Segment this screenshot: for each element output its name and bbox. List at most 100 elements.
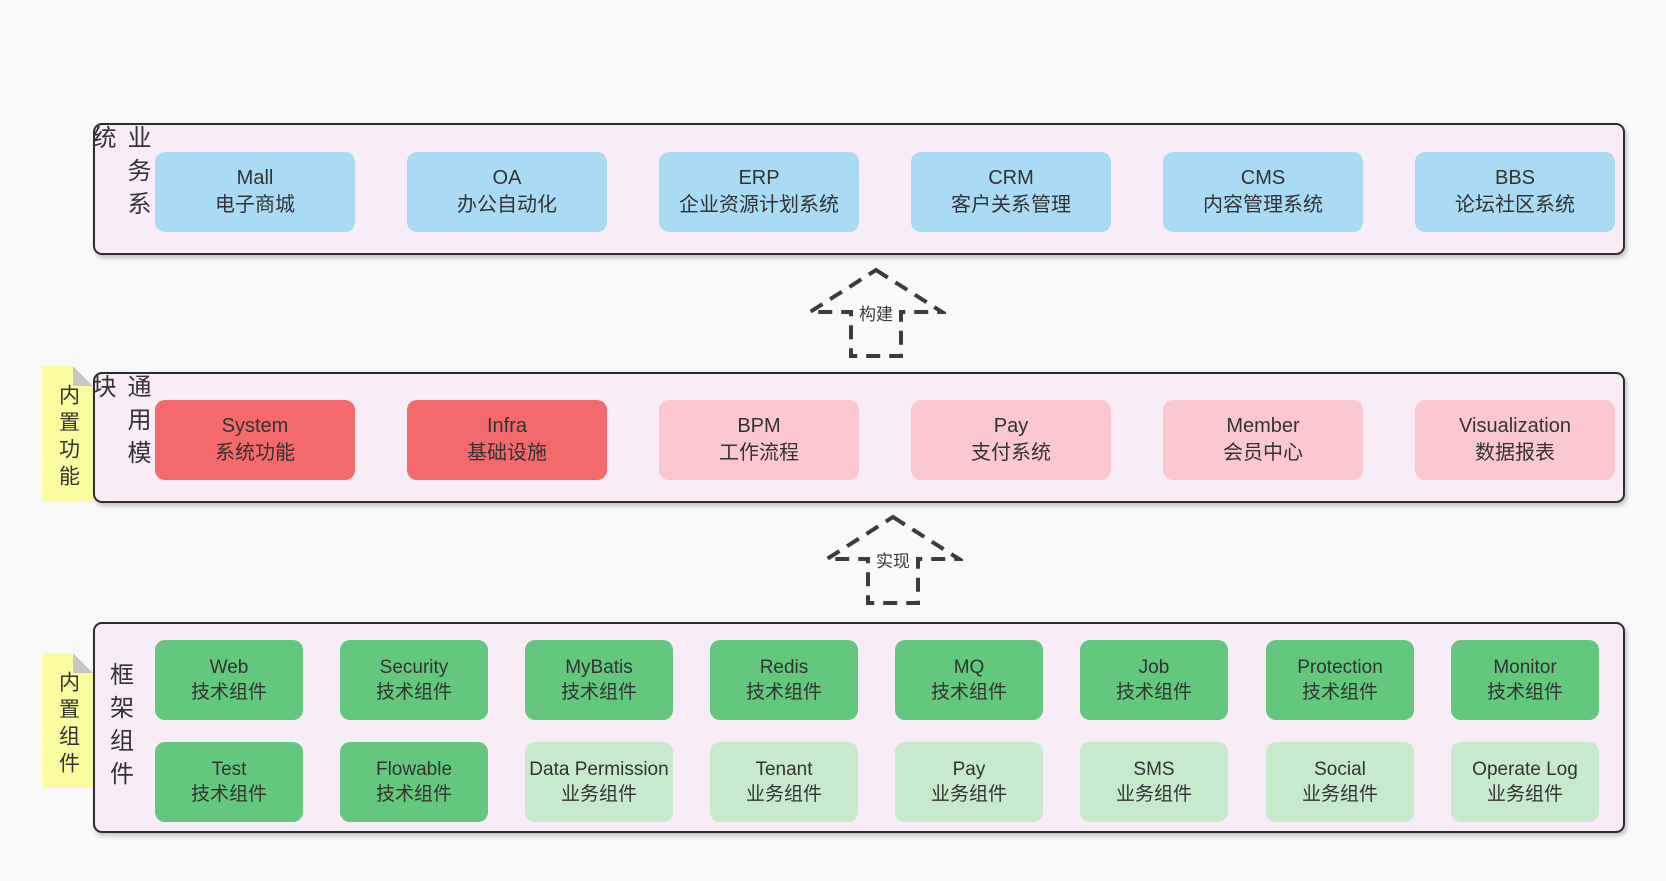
box-subtitle: 企业资源计划系统: [679, 194, 839, 216]
box-cms: CMS 内容管理系统: [1163, 152, 1363, 232]
box-protection: Protection 技术组件: [1266, 640, 1414, 720]
box-sms: SMS 业务组件: [1080, 742, 1228, 822]
box-subtitle: 工作流程: [719, 442, 799, 464]
box-subtitle: 技术组件: [560, 682, 637, 703]
box-title: Social: [1314, 759, 1366, 780]
box-visualization: Visualization 数据报表: [1415, 400, 1615, 480]
box-title: MQ: [953, 657, 985, 678]
box-subtitle: 办公自动化: [457, 194, 557, 216]
panel-framework-components: 框架组件 Web 技术组件 Security 技术组件 MyBatis 技术组件…: [93, 622, 1625, 833]
box-subtitle: 内容管理系统: [1203, 194, 1323, 216]
box-mq: MQ 技术组件: [895, 640, 1043, 720]
box-subtitle: 基础设施: [467, 442, 547, 464]
box-tenant: Tenant 业务组件: [710, 742, 858, 822]
box-mall: Mall 电子商城: [155, 152, 355, 232]
box-subtitle: 技术组件: [190, 784, 267, 805]
box-web: Web 技术组件: [155, 640, 303, 720]
box-subtitle: 电子商城: [215, 194, 295, 216]
box-subtitle: 技术组件: [190, 682, 267, 703]
box-title: Mall: [236, 167, 274, 189]
sticky-tab-label: 内置组件: [56, 670, 80, 779]
box-operate-log: Operate Log 业务组件: [1451, 742, 1599, 822]
box-pay-system: Pay 支付系统: [911, 400, 1111, 480]
box-subtitle: 业务组件: [930, 784, 1007, 805]
box-title: Data Permission: [529, 759, 669, 780]
box-title: CRM: [988, 167, 1034, 189]
box-data-permission: Data Permission 业务组件: [525, 742, 673, 822]
box-title: Job: [1138, 657, 1170, 678]
box-title: Security: [379, 657, 449, 678]
box-title: Operate Log: [1472, 759, 1578, 780]
box-oa: OA 办公自动化: [407, 152, 607, 232]
box-title: Web: [209, 657, 249, 678]
box-redis: Redis 技术组件: [710, 640, 858, 720]
box-subtitle: 技术组件: [1301, 682, 1378, 703]
box-member: Member 会员中心: [1163, 400, 1363, 480]
panel-business-label: 业务系统: [88, 125, 150, 224]
box-subtitle: 业务组件: [1115, 784, 1192, 805]
box-title: BBS: [1494, 167, 1536, 189]
box-subtitle: 系统功能: [215, 442, 295, 464]
box-title: SMS: [1133, 759, 1175, 780]
arrow-up-icon: [823, 514, 963, 605]
box-title: Monitor: [1493, 657, 1557, 678]
box-mybatis: MyBatis 技术组件: [525, 640, 673, 720]
folded-corner-icon: [73, 653, 93, 673]
box-subtitle: 技术组件: [375, 784, 452, 805]
box-subtitle: 技术组件: [1486, 682, 1563, 703]
panel-framework-label: 框架组件: [105, 661, 133, 794]
arrow-build: 构建: [806, 267, 946, 359]
box-subtitle: 业务组件: [745, 784, 822, 805]
box-title: MyBatis: [565, 657, 633, 678]
sticky-tab-built-in-features: 内置功能: [42, 366, 93, 502]
box-subtitle: 会员中心: [1223, 442, 1303, 464]
box-title: Pay: [952, 759, 986, 780]
box-subtitle: 业务组件: [560, 784, 637, 805]
arrow-up-icon: [806, 267, 946, 358]
box-subtitle: 业务组件: [1301, 784, 1378, 805]
arrow-implement: 实现: [823, 514, 963, 606]
box-subtitle: 论坛社区系统: [1455, 194, 1575, 216]
box-title: ERP: [738, 167, 780, 189]
box-title: Protection: [1297, 657, 1383, 678]
sticky-tab-label: 内置功能: [56, 384, 80, 492]
box-erp: ERP 企业资源计划系统: [659, 152, 859, 232]
box-title: Visualization: [1459, 415, 1571, 437]
panel-common-modules: 通用模块 System 系统功能 Infra 基础设施 BPM 工作流程 Pay…: [88, 372, 1625, 503]
box-bpm: BPM 工作流程: [659, 400, 859, 480]
box-subtitle: 数据报表: [1475, 442, 1555, 464]
box-title: Member: [1226, 415, 1300, 437]
box-title: System: [221, 415, 289, 437]
box-title: Pay: [993, 415, 1029, 437]
box-subtitle: 技术组件: [1115, 682, 1192, 703]
box-subtitle: 业务组件: [1486, 784, 1563, 805]
panel-business-systems: 业务系统 Mall 电子商城 OA 办公自动化 ERP 企业资源计划系统 CRM…: [88, 123, 1625, 255]
box-test: Test 技术组件: [155, 742, 303, 822]
box-subtitle: 客户关系管理: [951, 194, 1071, 216]
box-title: CMS: [1240, 167, 1286, 189]
box-subtitle: 技术组件: [375, 682, 452, 703]
arrow-label: 实现: [872, 545, 914, 574]
box-title: Test: [211, 759, 247, 780]
box-security: Security 技术组件: [340, 640, 488, 720]
sticky-tab-built-in-components: 内置组件: [42, 653, 93, 788]
box-job: Job 技术组件: [1080, 640, 1228, 720]
box-subtitle: 技术组件: [745, 682, 822, 703]
box-bbs: BBS 论坛社区系统: [1415, 152, 1615, 232]
box-subtitle: 支付系统: [971, 442, 1051, 464]
box-title: Redis: [759, 657, 809, 678]
box-title: OA: [492, 167, 522, 189]
box-title: BPM: [737, 415, 781, 437]
box-title: Tenant: [755, 759, 813, 780]
arrow-label: 构建: [855, 298, 897, 327]
box-subtitle: 技术组件: [930, 682, 1007, 703]
panel-modules-label: 通用模块: [88, 374, 150, 473]
box-social: Social 业务组件: [1266, 742, 1414, 822]
box-pay-component: Pay 业务组件: [895, 742, 1043, 822]
box-monitor: Monitor 技术组件: [1451, 640, 1599, 720]
box-infra: Infra 基础设施: [407, 400, 607, 480]
box-crm: CRM 客户关系管理: [911, 152, 1111, 232]
box-title: Flowable: [375, 759, 453, 780]
box-title: Infra: [486, 415, 528, 437]
